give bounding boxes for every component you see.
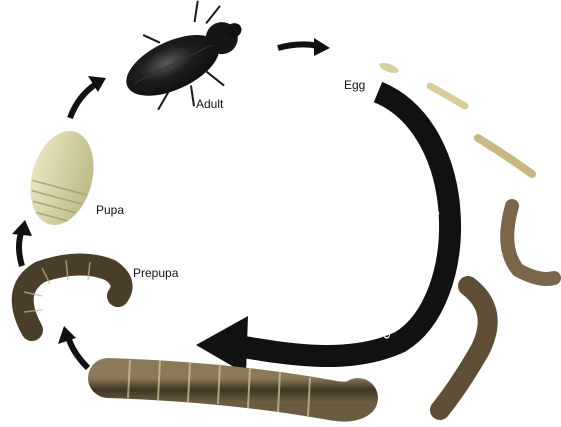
adult-beetle-image: [107, 0, 263, 128]
pupa-label: Pupa: [96, 203, 124, 217]
arrow-prepupa-to-pupa: [12, 220, 32, 266]
larva-instar-3: [507, 206, 554, 279]
pupa-image: [21, 124, 104, 232]
instars-arrow: [196, 92, 450, 374]
adult-label: Adult: [196, 97, 223, 111]
larva-instar-2: [478, 138, 532, 174]
egg-image: [378, 61, 400, 75]
larva-instar-4: [440, 286, 488, 410]
prepupa-label: Prepupa: [133, 266, 178, 280]
egg-label: Egg: [344, 78, 365, 92]
arrow-pupa-to-adult: [70, 76, 106, 118]
arrow-adult-to-egg: [278, 38, 330, 56]
prepupa-image: [23, 260, 122, 330]
larva-final-instar: [108, 360, 358, 416]
larva-instar-1: [430, 86, 465, 106]
arrow-larva-to-prepupa: [58, 326, 88, 368]
